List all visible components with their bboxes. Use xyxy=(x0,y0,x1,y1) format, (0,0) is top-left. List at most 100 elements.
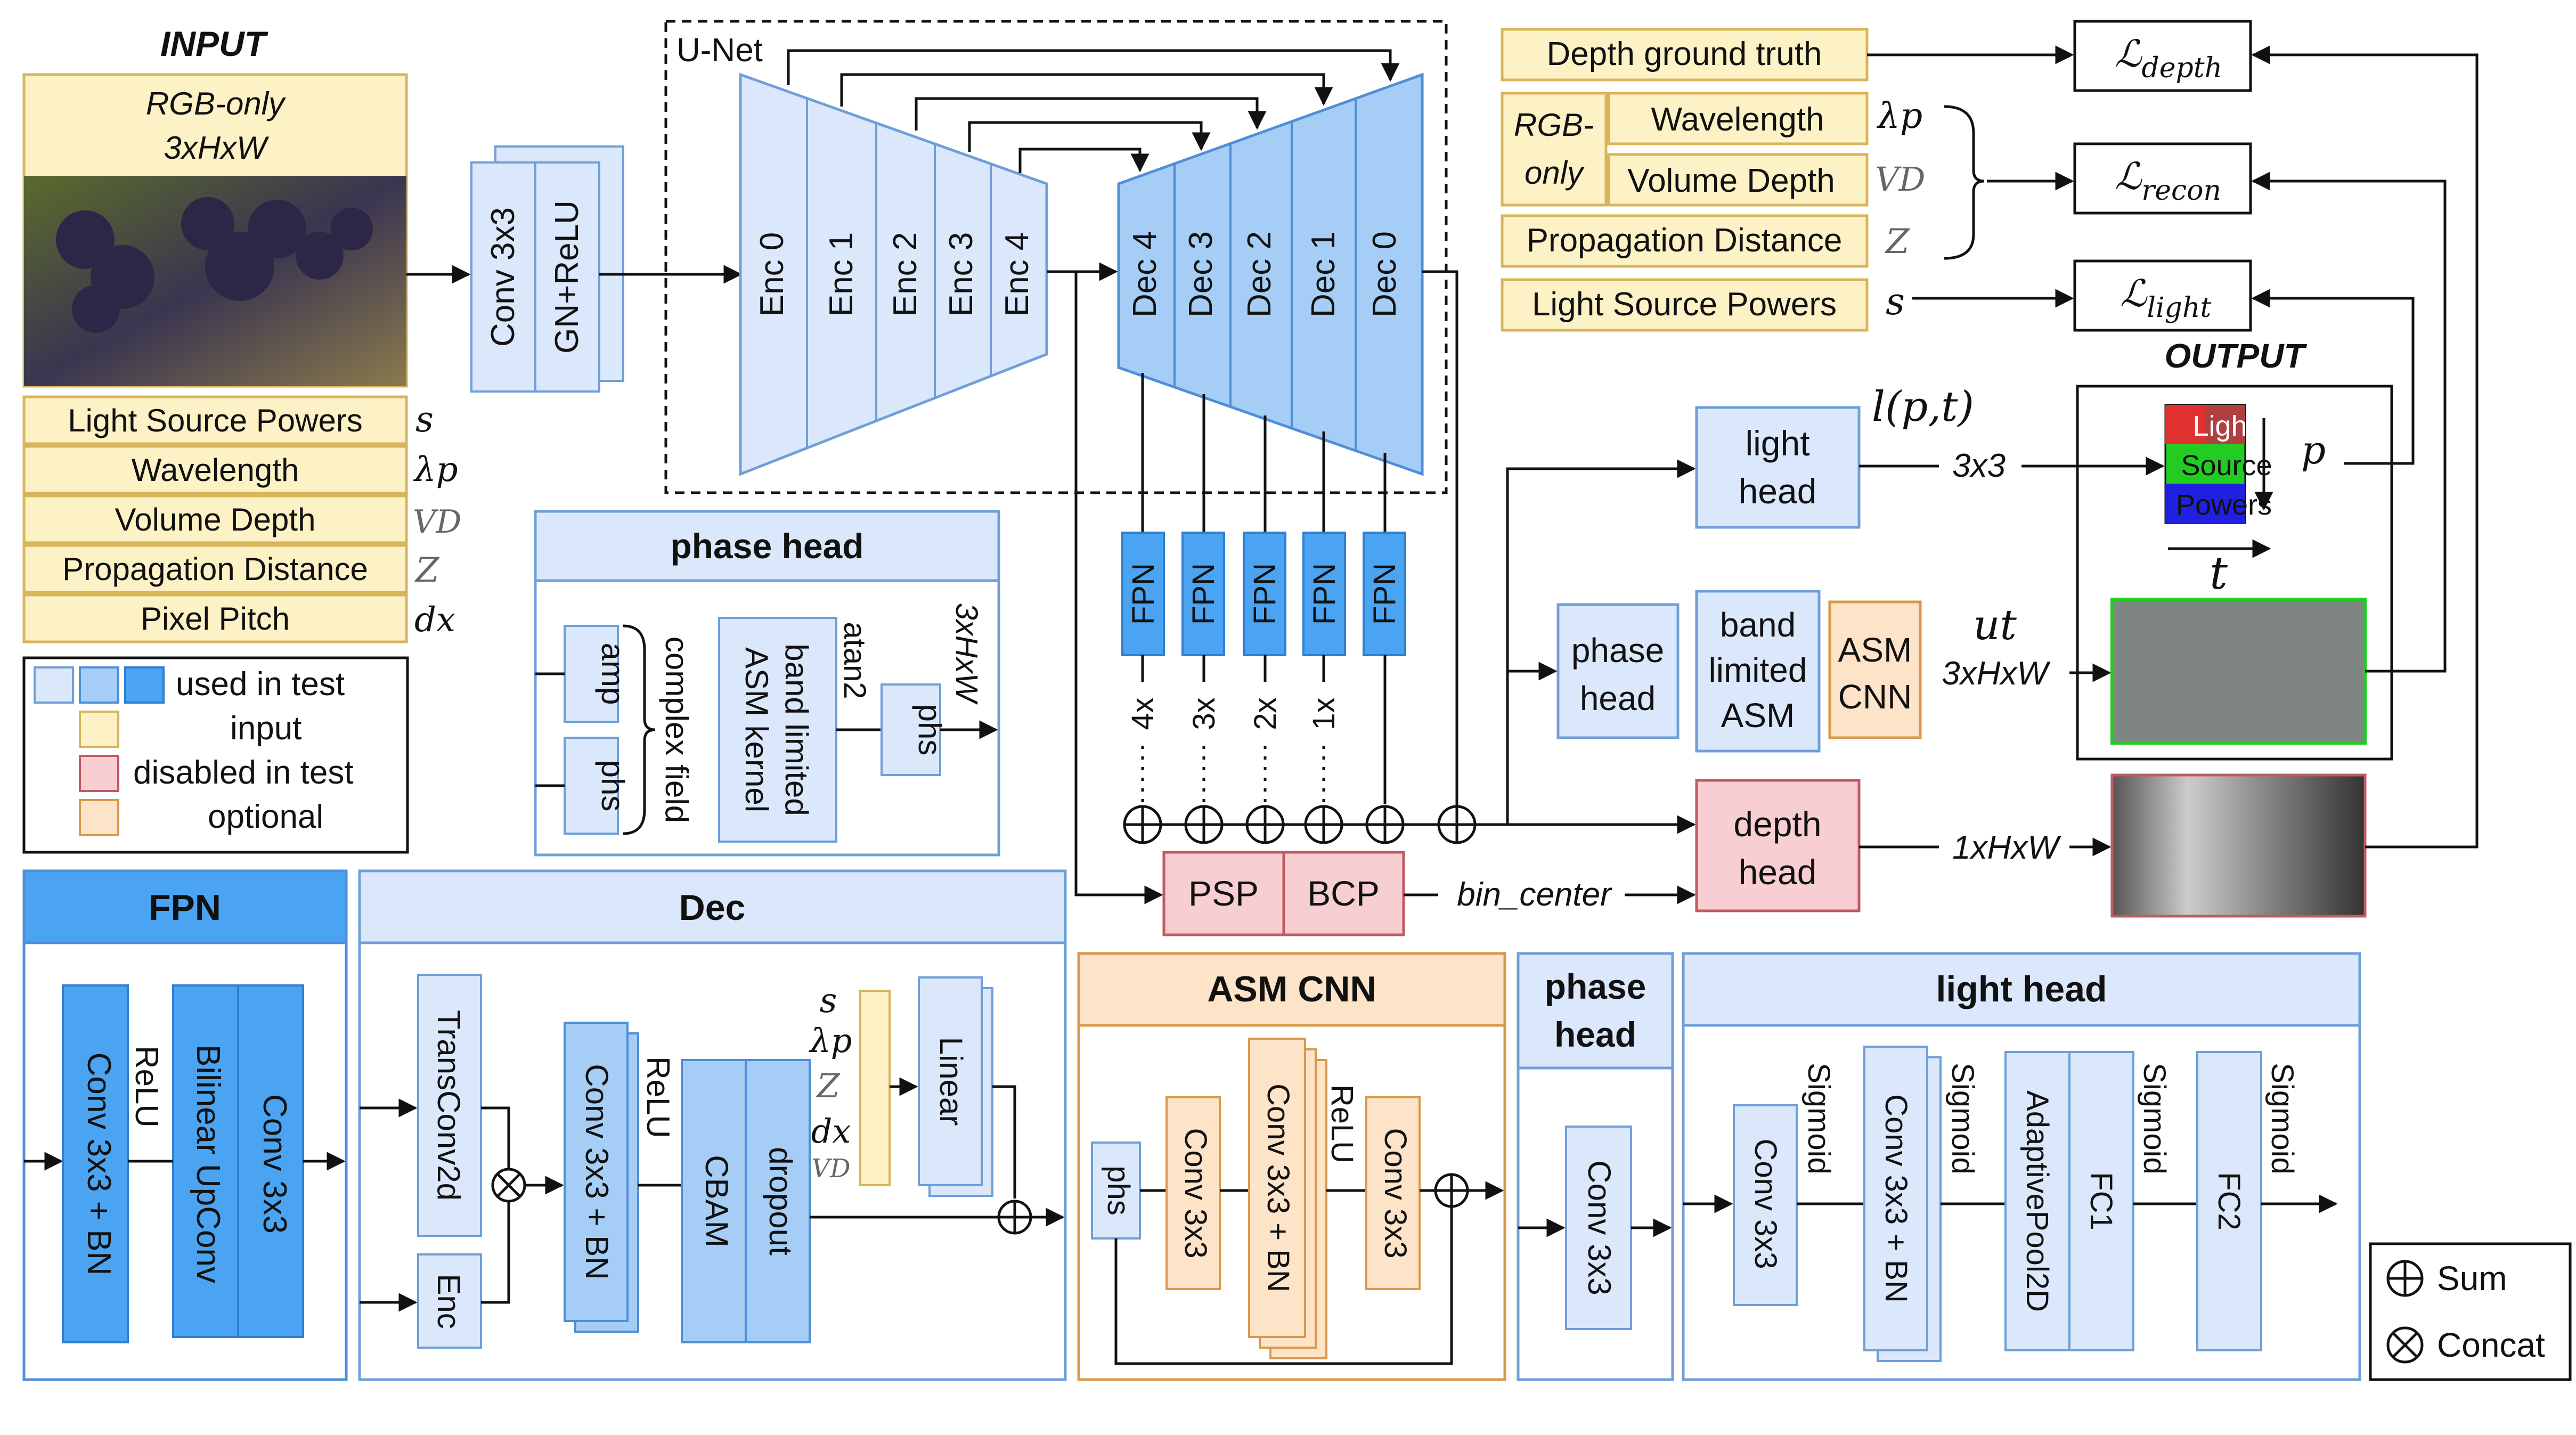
matrix-powers: Powers xyxy=(2176,489,2272,521)
dec-sum-op xyxy=(997,1200,1032,1235)
dec-sym-dx: dx xyxy=(811,1112,851,1151)
phase-amp: amp xyxy=(595,643,631,705)
psp: PSP xyxy=(1188,874,1259,913)
fpn-label-4: FPN xyxy=(1307,563,1342,625)
fpn-conv: Conv 3x3 xyxy=(256,1094,293,1234)
out-asm-cnn-1: ASM xyxy=(1838,631,1912,669)
light-pool: AdaptivePool2D xyxy=(2020,1090,2055,1312)
concat-icon xyxy=(2386,1326,2424,1364)
depth-map-image xyxy=(2110,773,2367,918)
symbol-dx: dx xyxy=(414,600,455,640)
operator-key: Sum Concat xyxy=(2369,1242,2572,1381)
light-sig1: Sigmoid xyxy=(1801,1063,1836,1175)
dec-enc: Enc xyxy=(431,1274,467,1328)
loss-section: Depth ground truth RGB- only Wavelength … xyxy=(1501,20,2252,332)
rgb-dims-label: 3xHxW xyxy=(164,130,270,166)
fpn-label-3: FPN xyxy=(1248,563,1282,625)
light-conv1: Conv 3x3 xyxy=(1748,1138,1783,1269)
psp-bcp: PSP BCP xyxy=(1162,851,1405,936)
fpn-label-1: FPN xyxy=(1126,563,1161,625)
loss-depth: ℒdepth xyxy=(2115,32,2222,84)
asm-kernel-line1: band limited xyxy=(779,643,814,816)
fpn-label-5: FPN xyxy=(1367,563,1402,625)
param-light-powers: Light Source Powers xyxy=(68,403,363,438)
dec-4: Dec 4 xyxy=(1127,231,1163,317)
param-propagation: Propagation Distance xyxy=(62,551,368,587)
asm-cnn-relu: ReLU xyxy=(1325,1085,1359,1163)
fpn-conv-bn: Conv 3x3 + BN xyxy=(80,1053,117,1276)
unet-label: U-Net xyxy=(676,32,763,69)
key-concat: Concat xyxy=(2437,1326,2545,1364)
dec-sym-vd: VD xyxy=(811,1154,850,1184)
dec-detail: Dec TransConv2d Enc Conv 3x3 + BN ReLU C… xyxy=(358,869,1067,1381)
loss-light: ℒlight xyxy=(2120,272,2211,324)
asm-cnn-phs: phs xyxy=(1101,1165,1136,1216)
enc-2: Enc 2 xyxy=(887,232,924,317)
bcp: BCP xyxy=(1307,874,1380,913)
depth-dims: 1xHxW xyxy=(1952,829,2061,866)
reconstruction-image xyxy=(2110,598,2367,745)
phase-detail-conv: Conv 3x3 xyxy=(1582,1160,1617,1295)
p-label: p xyxy=(2301,428,2326,472)
out-phase-head-1: phase xyxy=(1571,631,1664,670)
out-asm-cnn-2: CNN xyxy=(1838,678,1912,716)
asm-cnn-detail: ASM CNN phs Conv 3x3 Conv 3x3 + BN ReLU … xyxy=(1077,952,1506,1381)
fpn-label-2: FPN xyxy=(1186,563,1221,625)
input-section: INPUT RGB-only 3xHxW Light Source Powers… xyxy=(22,24,461,643)
fpn-relu: ReLU xyxy=(129,1046,165,1127)
dec0-to-sum xyxy=(1422,270,1458,806)
dec-cbam: CBAM xyxy=(699,1155,735,1247)
loss-sym-vd: VD xyxy=(1875,160,1925,199)
legend-optional: optional xyxy=(208,798,323,835)
asm-kernel-line2: ASM kernel xyxy=(739,647,775,812)
symbol-s: s xyxy=(415,399,434,440)
dec-2: Dec 2 xyxy=(1241,231,1278,317)
sum-icon xyxy=(2386,1260,2424,1297)
fpn-scale-2x: 2x xyxy=(1248,697,1283,730)
depth-head-1: depth xyxy=(1733,804,1821,844)
out-phase-head-2: head xyxy=(1580,679,1656,718)
loss-sym-s: s xyxy=(1886,280,1905,323)
light-conv-bn: Conv 3x3 + BN xyxy=(1879,1094,1913,1303)
light-head-1: light xyxy=(1745,423,1809,463)
dec-transconv: TransConv2d xyxy=(431,1010,467,1201)
asm-cnn-conv2: Conv 3x3 xyxy=(1378,1128,1413,1258)
key-sum: Sum xyxy=(2437,1259,2507,1298)
param-pixel-pitch: Pixel Pitch xyxy=(141,601,290,637)
light-fc2: FC2 xyxy=(2212,1172,2246,1230)
legend: used in test input disabled in test opti… xyxy=(22,656,409,854)
output-title: OUTPUT xyxy=(2164,337,2307,375)
asm-cnn-conv-bn: Conv 3x3 + BN xyxy=(1261,1083,1295,1292)
phase-head-detail-top: phase head amp phs complex field band li… xyxy=(534,510,1000,857)
input-title: INPUT xyxy=(160,24,268,63)
ut-dims: 3xHxW xyxy=(1942,655,2051,692)
out-asm-3: ASM xyxy=(1721,696,1795,735)
light-head-detail: light head Conv 3x3 Sigmoid Conv 3x3 + B… xyxy=(1682,952,2361,1381)
fpn-detail-title: FPN xyxy=(149,887,221,928)
bin-center-label: bin_center xyxy=(1457,876,1612,913)
dec-3: Dec 3 xyxy=(1183,231,1219,317)
encoder xyxy=(739,72,1048,476)
out-asm-1: band xyxy=(1720,606,1796,644)
depth-gt: Depth ground truth xyxy=(1546,36,1822,72)
dec-conv-bn: Conv 3x3 + BN xyxy=(579,1064,615,1279)
light-fc1: FC1 xyxy=(2084,1172,2118,1230)
output-section: OUTPUT light head l(p,t) 3x3 Light Sourc… xyxy=(1457,45,2479,918)
atan2-label: atan2 xyxy=(837,622,872,699)
dec-0: Dec 0 xyxy=(1366,231,1403,317)
param-volume-depth: Volume Depth xyxy=(115,502,316,537)
light-sig2: Sigmoid xyxy=(1945,1063,1980,1175)
rgb-only-2: only xyxy=(1525,155,1585,191)
phase-dims: 3xHxW xyxy=(949,603,984,705)
rgb-only-label: RGB-only xyxy=(146,86,287,121)
rgb-only-1: RGB- xyxy=(1514,107,1594,143)
output-frame xyxy=(2076,385,2393,761)
unet-frame xyxy=(664,20,1448,494)
dec-to-fpn-lines xyxy=(1141,373,1387,533)
stem-block: Conv 3x3 GN+ReLU xyxy=(470,145,624,393)
matrix-light: Light xyxy=(2192,410,2255,442)
enc4-to-psp xyxy=(1074,272,1163,904)
legend-disabled: disabled in test xyxy=(133,754,354,791)
param-wavelength: Wavelength xyxy=(132,452,299,488)
